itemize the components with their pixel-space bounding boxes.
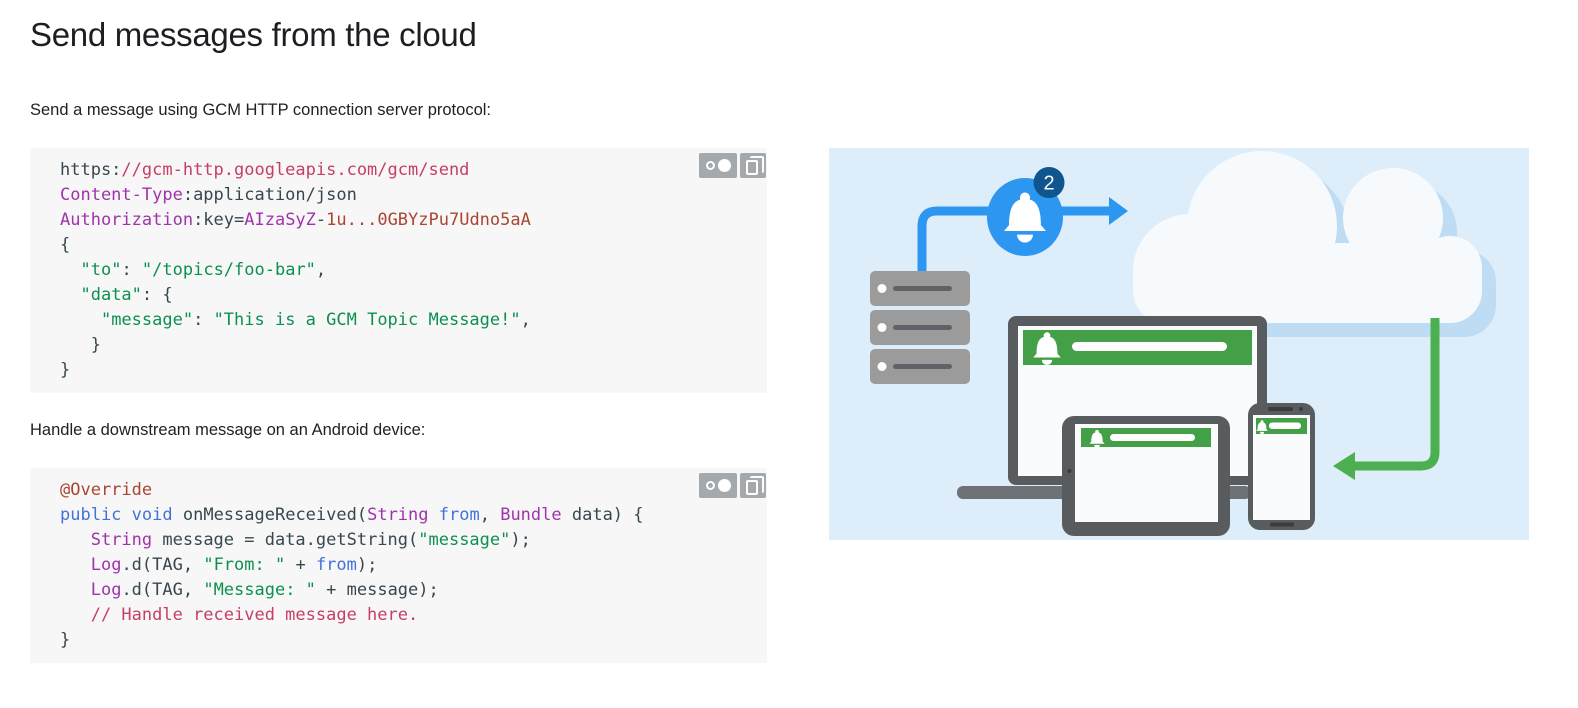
code-line: } bbox=[60, 335, 101, 355]
notification-badge-count: 2 bbox=[1043, 173, 1054, 195]
copy-code-button[interactable] bbox=[740, 473, 766, 498]
page-title: Send messages from the cloud bbox=[30, 16, 477, 53]
intro-android-handler: Handle a downstream message on an Androi… bbox=[30, 421, 426, 439]
code-theme-toggle-button[interactable] bbox=[699, 473, 737, 498]
code-line: Content-Type:application/json bbox=[60, 185, 357, 205]
code-block-http-request: https://gcm-http.googleapis.com/gcm/send… bbox=[30, 148, 767, 393]
notification-badge bbox=[1033, 167, 1065, 198]
code-line: @Override bbox=[60, 480, 153, 500]
code-line: "to": "/topics/foo-bar", bbox=[80, 260, 327, 280]
intro-http-protocol: Send a message using GCM HTTP connection… bbox=[30, 101, 491, 119]
code-line: { bbox=[60, 235, 71, 255]
code-block-android-handler: @Override public void onMessageReceived(S… bbox=[30, 468, 767, 663]
theme-toggle-circles-icon bbox=[705, 481, 715, 490]
cloud-icon bbox=[1133, 151, 1482, 328]
cloud-messaging-illustration: 2 bbox=[829, 148, 1529, 540]
code-actions bbox=[699, 153, 766, 178]
code-line: Log.d(TAG, "From: " + from); bbox=[90, 555, 378, 575]
notification-bell-bubble: 2 bbox=[987, 167, 1065, 256]
text-and-code-column: Send a message using GCM HTTP connection… bbox=[30, 98, 767, 663]
copy-icon bbox=[746, 155, 764, 175]
copy-icon bbox=[746, 475, 764, 495]
illustration-column: 2 bbox=[829, 98, 1529, 540]
cloud-to-device-arrow-icon bbox=[1333, 318, 1440, 480]
code-line: Log.d(TAG, "Message: " + message); bbox=[90, 580, 439, 600]
content-row: Send a message using GCM HTTP connection… bbox=[30, 98, 1578, 663]
server-to-cloud-arrow-icon bbox=[917, 197, 1128, 274]
code-line: Authorization:key=AIzaSyZ-1u...0GBYzPu7U… bbox=[60, 210, 531, 230]
code-line: } bbox=[60, 360, 71, 380]
tablet-icon bbox=[1062, 416, 1230, 536]
code-android-handler: @Override public void onMessageReceived(S… bbox=[60, 478, 737, 653]
copy-code-button[interactable] bbox=[740, 153, 766, 178]
code-theme-toggle-button[interactable] bbox=[699, 153, 737, 178]
server-rack-icon bbox=[870, 271, 970, 384]
code-line: } bbox=[60, 630, 71, 650]
code-line: // Handle received message here. bbox=[90, 605, 419, 625]
code-actions bbox=[699, 473, 766, 498]
theme-toggle-circles-icon bbox=[705, 161, 715, 170]
code-line: "message": "This is a GCM Topic Message!… bbox=[100, 310, 531, 330]
code-line: "data": { bbox=[80, 285, 173, 305]
code-line: https://gcm-http.googleapis.com/gcm/send bbox=[60, 160, 470, 180]
phone-icon bbox=[1248, 403, 1315, 530]
docs-page: Send messages from the cloud Send a mess… bbox=[30, 14, 1578, 663]
theme-toggle-filled-circle-icon bbox=[717, 479, 731, 492]
code-line: public void onMessageReceived(String fro… bbox=[60, 505, 644, 525]
code-http-request: https://gcm-http.googleapis.com/gcm/send… bbox=[60, 158, 737, 383]
theme-toggle-filled-circle-icon bbox=[717, 159, 731, 172]
code-line: String message = data.getString("message… bbox=[90, 530, 531, 550]
